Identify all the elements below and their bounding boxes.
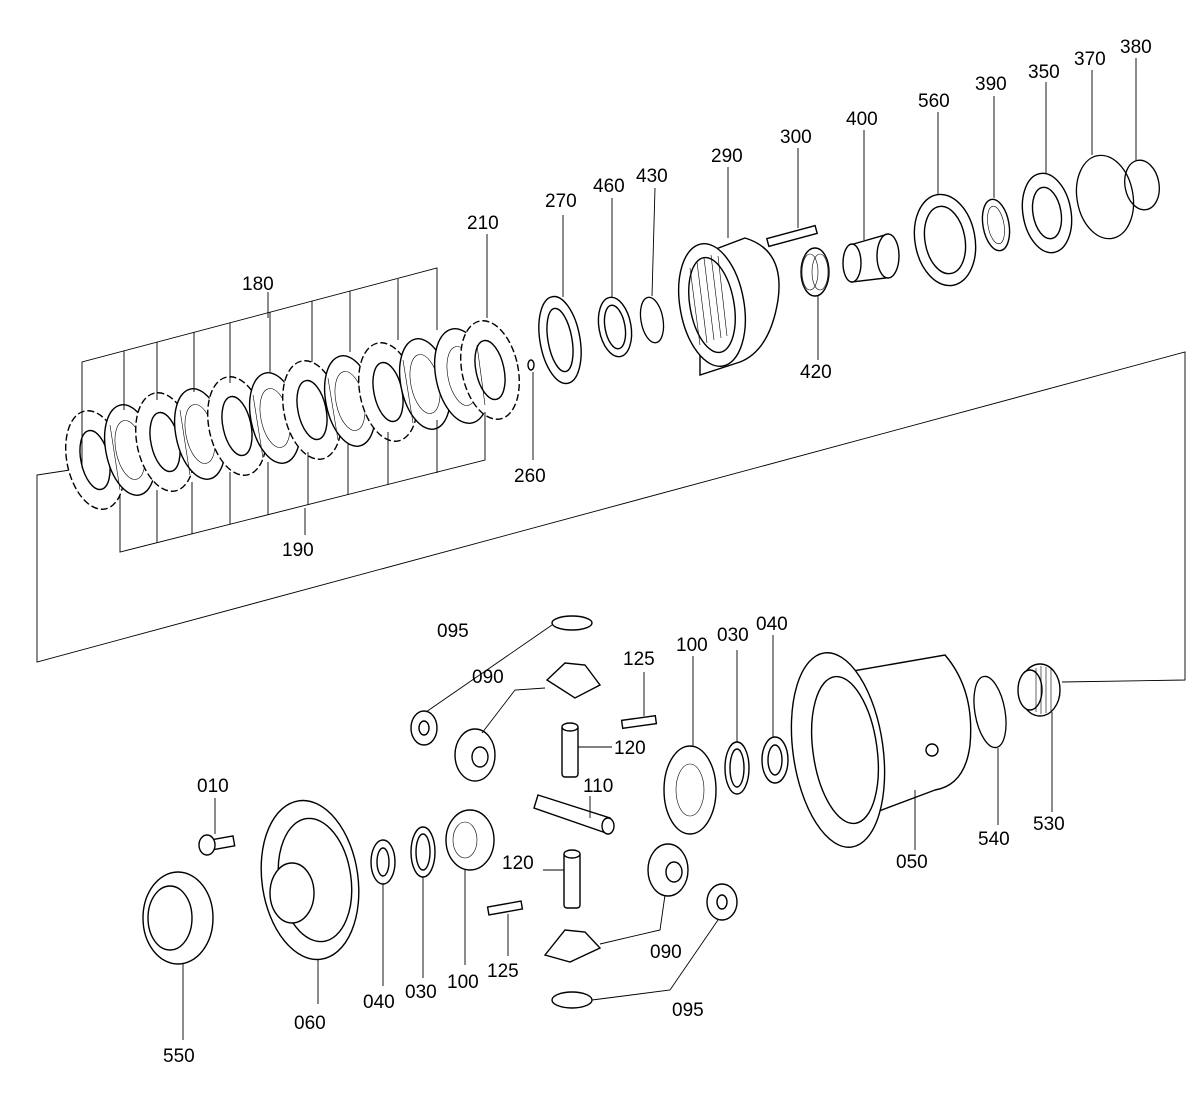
part-550-bearing xyxy=(142,871,214,1040)
label-100-left: 100 xyxy=(447,972,479,993)
label-270: 270 xyxy=(545,191,577,212)
clutch-disc-pack xyxy=(65,320,520,510)
label-040-right: 040 xyxy=(756,614,788,635)
part-270-spring-plate xyxy=(538,215,582,385)
label-540: 540 xyxy=(978,829,1010,850)
label-530: 530 xyxy=(1033,814,1065,835)
label-290: 290 xyxy=(711,146,743,167)
part-090-bevel-gear-top xyxy=(454,662,602,782)
part-430-snap-ring xyxy=(639,187,665,344)
part-010-bolt xyxy=(198,798,236,856)
label-090-top: 090 xyxy=(472,667,504,688)
part-100-gear-right xyxy=(663,656,717,835)
bracket-190 xyxy=(119,412,486,553)
label-120-bottom: 120 xyxy=(502,853,534,874)
part-400-sleeve xyxy=(842,130,900,283)
part-380-o-ring xyxy=(1124,58,1160,211)
part-120-bolt-bottom xyxy=(543,849,581,909)
part-560-bearing xyxy=(913,112,977,287)
part-120-bolt-top xyxy=(561,722,612,778)
part-030-ring-right xyxy=(724,650,750,795)
part-125-pin-bottom xyxy=(486,900,524,956)
part-095-washer-bottom xyxy=(551,883,738,1009)
part-460-seal-ring xyxy=(597,198,633,358)
part-370-o-ring xyxy=(1075,70,1135,240)
part-390-ring xyxy=(981,96,1011,252)
label-180: 180 xyxy=(242,274,274,295)
label-560: 560 xyxy=(918,91,950,112)
part-110-shaft xyxy=(533,794,615,835)
part-040-washer-right xyxy=(761,635,789,784)
label-125-bottom: 125 xyxy=(487,961,519,982)
label-390: 390 xyxy=(975,74,1007,95)
part-300-pin xyxy=(765,148,819,248)
label-050: 050 xyxy=(896,852,928,873)
label-095-bottom: 095 xyxy=(672,1000,704,1021)
part-040-washer-left xyxy=(370,839,396,986)
part-290-clutch-drum xyxy=(677,167,780,376)
label-110: 110 xyxy=(583,776,613,797)
bracket-180 xyxy=(81,267,438,468)
label-040-left: 040 xyxy=(363,992,395,1013)
label-060: 060 xyxy=(294,1013,326,1034)
part-095-washer-top xyxy=(410,615,593,746)
label-430: 430 xyxy=(636,166,668,187)
label-380: 380 xyxy=(1120,37,1152,58)
part-050-housing xyxy=(790,652,972,850)
part-090-bevel-gear-bottom xyxy=(543,843,689,963)
label-550: 550 xyxy=(163,1046,195,1067)
part-530-splined-hub xyxy=(1017,663,1061,812)
label-260: 260 xyxy=(514,466,546,487)
label-125-top: 125 xyxy=(623,649,655,670)
part-420-spring xyxy=(800,247,830,360)
label-190: 190 xyxy=(282,540,314,561)
label-460: 460 xyxy=(593,176,625,197)
label-120-top: 120 xyxy=(614,738,646,759)
part-350-bearing xyxy=(1021,82,1073,254)
part-030-ring-left xyxy=(410,826,436,978)
label-350: 350 xyxy=(1028,62,1060,83)
label-030-left: 030 xyxy=(405,982,437,1003)
part-260-ring xyxy=(527,359,535,460)
part-540-o-ring xyxy=(973,675,1007,825)
label-370: 370 xyxy=(1074,49,1106,70)
label-095-top: 095 xyxy=(437,621,469,642)
label-010: 010 xyxy=(197,776,229,797)
label-400: 400 xyxy=(846,109,878,130)
label-420: 420 xyxy=(800,362,832,383)
label-090-bottom: 090 xyxy=(650,942,682,963)
label-100-right: 100 xyxy=(676,635,708,656)
label-300: 300 xyxy=(780,127,812,148)
label-030-right: 030 xyxy=(717,625,749,646)
assembly-axis-frame xyxy=(36,351,1186,683)
label-210: 210 xyxy=(467,213,499,234)
part-125-pin-top xyxy=(620,672,658,730)
part-labels: 180 190 210 260 270 460 430 290 300 400 … xyxy=(163,37,1152,1067)
part-060-flange-housing xyxy=(260,799,360,1004)
part-100-gear-left xyxy=(445,809,495,965)
